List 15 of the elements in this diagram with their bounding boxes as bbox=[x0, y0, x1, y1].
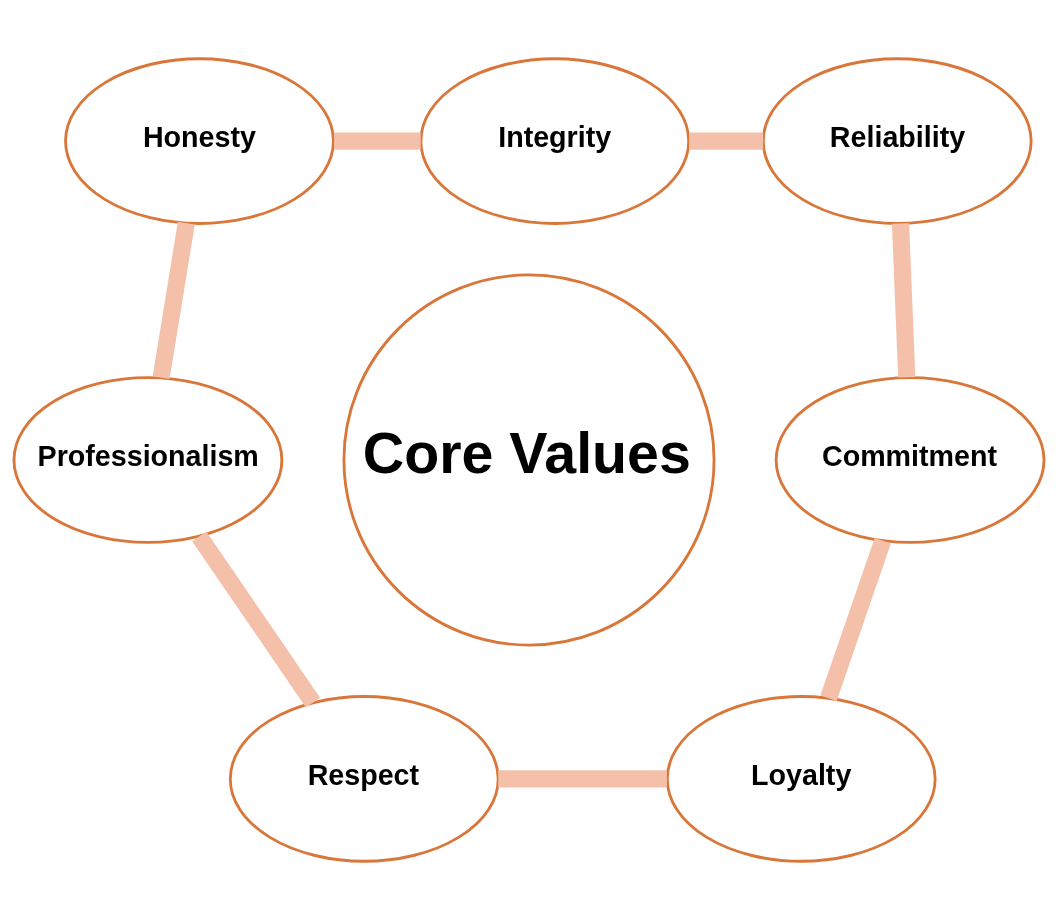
connector bbox=[192, 531, 321, 708]
node-ellipse: Commitment bbox=[774, 376, 1046, 544]
connector bbox=[334, 132, 421, 150]
connector bbox=[498, 770, 667, 788]
node-ellipse: Loyalty bbox=[665, 695, 937, 863]
node-circle: Core Values bbox=[342, 273, 716, 647]
node-ellipse: Professionalism bbox=[12, 376, 284, 544]
connector bbox=[891, 223, 916, 378]
node-ellipse: Reliability bbox=[761, 57, 1033, 225]
node-ellipse: Respect bbox=[228, 695, 500, 863]
node-ellipse: Honesty bbox=[64, 57, 335, 225]
connector bbox=[689, 132, 764, 150]
connector bbox=[152, 221, 195, 379]
node-ellipse: Integrity bbox=[419, 57, 691, 225]
connector bbox=[820, 537, 891, 701]
